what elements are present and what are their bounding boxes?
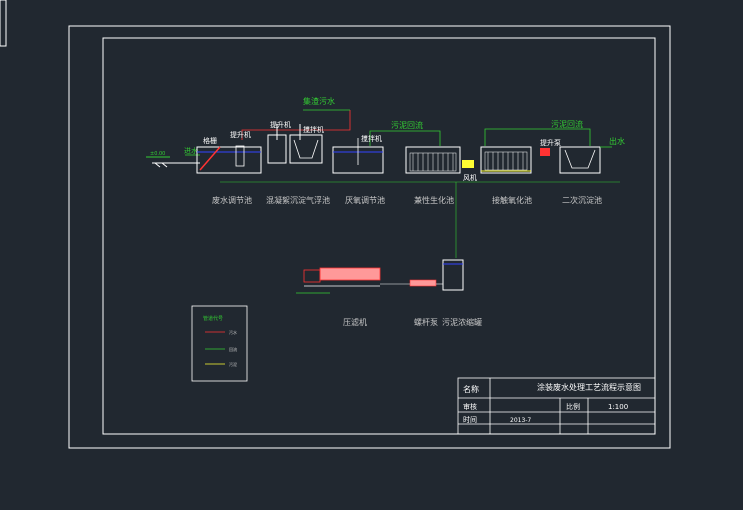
legend-row-3: 污泥 [229, 361, 237, 367]
tb-review-label: 审核 [463, 402, 477, 411]
sludge-label-3: 污泥浓缩罐 [442, 317, 482, 327]
outer-frame [68, 25, 671, 449]
tb-name-value: 涂装废水处理工艺流程示意图 [537, 382, 641, 392]
tb-name-label: 名称 [463, 384, 479, 394]
unit-label-1: 废水调节池 [212, 195, 252, 205]
return-pipe [241, 110, 351, 140]
pump-1-label: 提升机 [230, 130, 251, 139]
sludge-thickener[interactable] [436, 259, 464, 291]
legend-row-1: 污水 [229, 329, 237, 335]
inlet-label: 进水 [184, 146, 198, 155]
unit-label-3: 厌氧调节池 [345, 195, 385, 205]
pump-2-label: 提升机 [270, 120, 291, 129]
tb-date-label: 时间 [463, 415, 477, 424]
grating-icon [199, 146, 221, 171]
pump-icon [235, 145, 245, 167]
tank-secondary-clarifier[interactable]: 提升泵 [540, 138, 601, 174]
tank-coagulation[interactable]: 提升机 搅拌机 [267, 120, 324, 164]
sludge-return-2 [484, 128, 591, 146]
sludge-labels: 压滤机 螺杆泵 污泥浓缩罐 [343, 317, 482, 327]
outlet-label: 出水 [609, 136, 625, 146]
unit-label-6: 二次沉淀池 [562, 195, 602, 205]
sludge-return-1 [369, 130, 441, 146]
blower-label: 风机 [463, 173, 477, 182]
mixer-2-label: 搅拌机 [361, 134, 382, 143]
pump-3-label: 提升泵 [540, 138, 561, 147]
tank-anaerobic[interactable]: 搅拌机 [332, 134, 384, 174]
filter-press[interactable] [296, 267, 381, 294]
tank-facultative[interactable] [405, 146, 461, 174]
legend-title: 管道代号 [203, 315, 223, 322]
sludge-return-1-label: 污泥回流 [391, 120, 423, 130]
ground-line: ±0.00 [146, 151, 200, 168]
blower-icon: 风机 [462, 160, 477, 182]
title-block: 名称 涂装废水处理工艺流程示意图 审核 比例 1:100 时间 2013-7 [457, 377, 656, 435]
tank-contact-oxidation[interactable] [480, 146, 532, 174]
inner-frame [102, 37, 656, 435]
tb-scale-value: 1:100 [608, 403, 628, 411]
sludge-label-1: 压滤机 [343, 317, 367, 327]
corner-mark [0, 0, 7, 47]
legend: 管道代号 污水 回流 污泥 [191, 305, 248, 382]
unit-label-2: 混凝絮沉淀气浮池 [266, 195, 330, 205]
tank-adjustment[interactable]: 格栅 提升机 [196, 130, 262, 174]
level-label: ±0.00 [150, 151, 165, 157]
legend-row-2: 回流 [229, 346, 237, 352]
grating-label: 格栅 [203, 136, 217, 145]
unit-labels: 废水调节池 混凝絮沉淀气浮池 厌氧调节池 兼性生化池 接触氧化池 二次沉淀池 [212, 195, 602, 205]
mixer-label: 搅拌机 [303, 125, 324, 134]
return-water-label: 集渣污水 [303, 96, 335, 106]
screw-pump[interactable] [380, 279, 437, 287]
unit-label-5: 接触氧化池 [492, 195, 532, 205]
sludge-return-2-label: 污泥回流 [551, 119, 583, 129]
tb-scale-label: 比例 [566, 402, 580, 411]
unit-label-4: 兼性生化池 [414, 195, 454, 205]
tb-date-value: 2013-7 [510, 417, 531, 424]
pump-3-icon [540, 148, 550, 156]
sludge-label-2: 螺杆泵 [414, 317, 438, 327]
